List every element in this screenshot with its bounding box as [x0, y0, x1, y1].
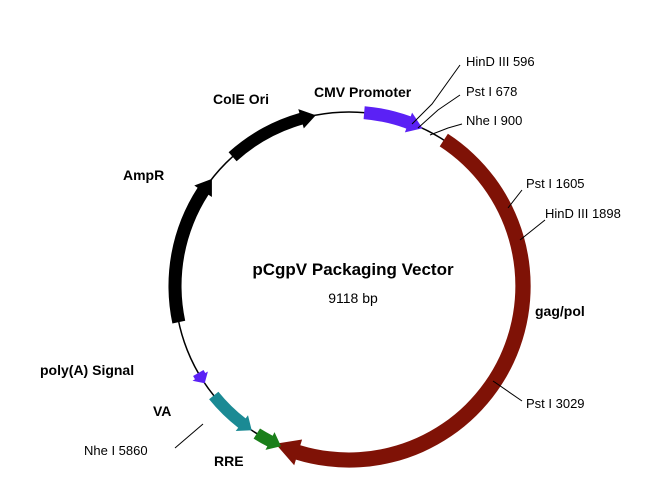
- site-label-nhe5860: Nhe I 5860: [84, 443, 148, 458]
- site-label-pst3029: Pst I 3029: [526, 396, 585, 411]
- site-tick-pst678: [417, 94, 461, 129]
- gagpol-feature-arrow[interactable]: [275, 133, 531, 468]
- site-label-hind596: HinD III 596: [466, 54, 535, 69]
- plasmid-size: 9118 bp: [328, 290, 378, 306]
- feature-label-rre: RRE: [214, 453, 244, 469]
- va-feature-arrow[interactable]: [209, 391, 252, 431]
- colei-ori-feature-arrow[interactable]: [228, 109, 316, 162]
- site-tick-nhe5860: [174, 423, 204, 449]
- site-label-pst678: Pst I 678: [466, 84, 517, 99]
- feature-label-gagpol: gag/pol: [535, 303, 585, 319]
- site-tick-pst3029: [492, 380, 523, 402]
- feature-label-va: VA: [153, 403, 171, 419]
- cmv-promoter-feature-arrow[interactable]: [363, 106, 423, 133]
- feature-label-colei: ColE Ori: [213, 91, 269, 107]
- site-tick-hind596: [411, 64, 461, 125]
- site-label-nhe900: Nhe I 900: [466, 113, 522, 128]
- site-tick-nhe900: [429, 123, 463, 136]
- site-tick-pst1605: [507, 189, 523, 209]
- site-label-pst1605: Pst I 1605: [526, 176, 585, 191]
- ampr-feature-arrow[interactable]: [168, 178, 212, 324]
- feature-label-ampr: AmpR: [123, 167, 164, 183]
- rre-feature-arrow[interactable]: [253, 428, 281, 450]
- polya-signal-feature-arrow[interactable]: [192, 370, 208, 384]
- feature-label-cmv: CMV Promoter: [314, 84, 412, 100]
- site-label-hind1898: HinD III 1898: [545, 206, 621, 221]
- plasmid-name: pCgpV Packaging Vector: [252, 260, 454, 279]
- feature-label-polya: poly(A) Signal: [40, 362, 134, 378]
- site-tick-hind1898: [519, 219, 546, 241]
